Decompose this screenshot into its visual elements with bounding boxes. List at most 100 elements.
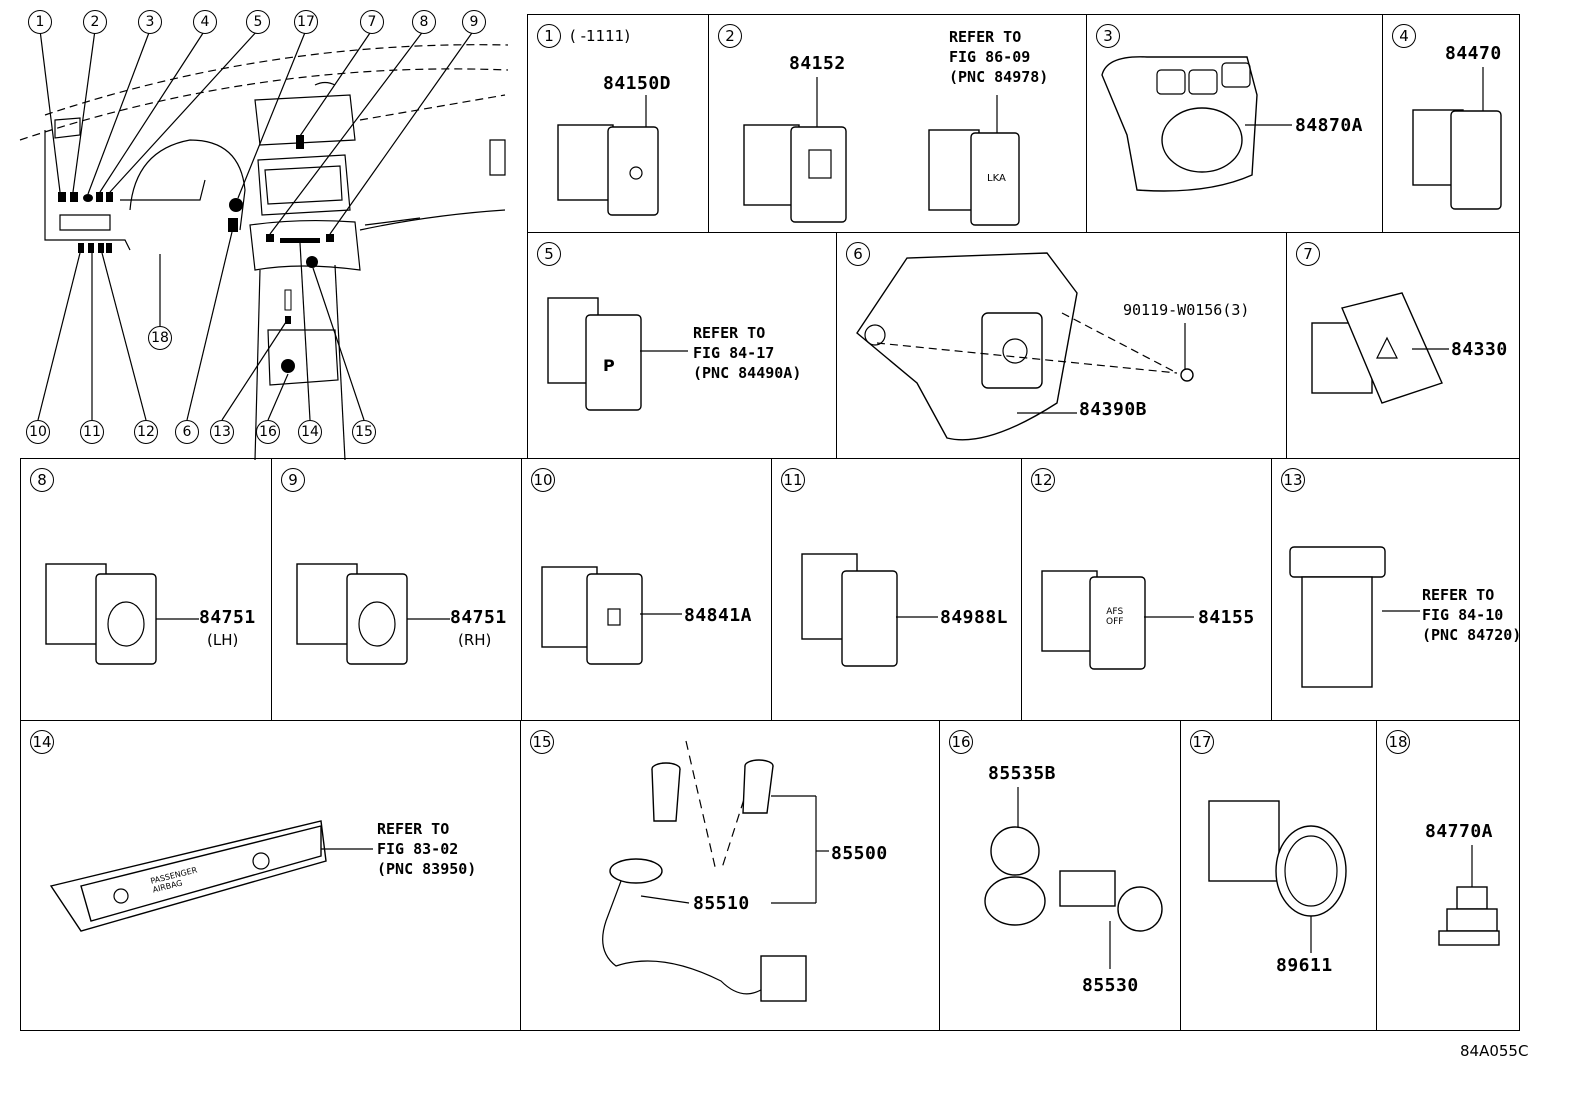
callout-4: 4: [193, 10, 217, 34]
part-number: 84390B: [1079, 399, 1148, 420]
panel-17: 17 89611: [1180, 720, 1377, 1031]
seat-heater-switch-drawing: [296, 563, 450, 665]
panel-number: 11: [781, 468, 805, 492]
part-number-a: 85500: [831, 843, 888, 864]
part-number-b: 85530: [1082, 975, 1139, 996]
part-number: 84150D: [603, 73, 672, 94]
switch-drawing: [743, 77, 1020, 226]
part-number: 84155: [1198, 607, 1255, 628]
panel-12: 12 84155 AFS OFF: [1021, 458, 1272, 721]
part-number: 89611: [1276, 955, 1333, 976]
part-number: 84330: [1451, 339, 1508, 360]
panel-2: 2 84152 REFER TO FIG 86-09 (PNC 84978) L…: [708, 14, 1087, 233]
panel-number: 9: [281, 468, 305, 492]
panel-number: 8: [30, 468, 54, 492]
part-number: 84751: [450, 607, 507, 628]
panel-11: 11 84988L: [771, 458, 1022, 721]
side-label: (RH): [458, 631, 492, 649]
panel-7: 7 84330: [1286, 232, 1520, 459]
panel-16: 16 85535B 85530: [939, 720, 1181, 1031]
switch-drawing: [1412, 67, 1502, 210]
callout-18: 18: [148, 326, 172, 350]
start-button-drawing: [1208, 800, 1347, 953]
part-number: 84751: [199, 607, 256, 628]
panel-5: 5 REFER TO FIG 84-17 (PNC 84490A) P: [527, 232, 837, 459]
vsc-off-switch-drawing: [801, 553, 938, 667]
part-number-b: 85510: [693, 893, 750, 914]
callout-14: 14: [298, 420, 322, 444]
mirror-switch-drawing: [1101, 56, 1292, 192]
panel-1: 1 ( -1111) 84150D: [527, 14, 709, 233]
svg-text:P: P: [603, 356, 615, 375]
panel-8: 8 84751 (LH): [20, 458, 272, 721]
panel-number: 12: [1031, 468, 1055, 492]
part-number: 84870A: [1295, 115, 1364, 136]
panel-18: 18 84770A: [1376, 720, 1520, 1031]
panel-number: 16: [949, 730, 973, 754]
part-number-a: 85535B: [988, 763, 1057, 784]
panel-number: 7: [1296, 242, 1320, 266]
panel-number: 10: [531, 468, 555, 492]
parking-brake-switch-drawing: [856, 252, 1194, 441]
callout-16: 16: [256, 420, 280, 444]
overview-diagram: 1 2 3 4 5 17 7 8 9 10 11 12 6 13 16 14 1…: [0, 0, 520, 461]
callout-11: 11: [80, 420, 104, 444]
panel-number: 3: [1096, 24, 1120, 48]
figure-code: 84A055C: [1460, 1042, 1529, 1060]
fuel-door-switch-drawing: [541, 566, 682, 665]
callout-13: 13: [210, 420, 234, 444]
socket-drawing: [984, 787, 1163, 969]
panel-number: 17: [1190, 730, 1214, 754]
refer-note: REFER TO FIG 84-10 (PNC 84720): [1422, 586, 1520, 644]
afs-off-switch-drawing: [1041, 570, 1194, 670]
bolt-part-number: 90119-W0156(3): [1123, 301, 1250, 319]
part-number: 84841A: [684, 605, 753, 626]
panel-number: 1: [537, 24, 561, 48]
panel-number: 18: [1386, 730, 1410, 754]
callout-1: 1: [28, 10, 52, 34]
panel-6: 6 90119-W0156(3) 84390B: [836, 232, 1287, 459]
callout-15: 15: [352, 420, 376, 444]
panel-number: 15: [530, 730, 554, 754]
parking-sensor-switch-drawing: P: [547, 297, 688, 411]
callout-10: 10: [26, 420, 50, 444]
panel-number: 14: [30, 730, 54, 754]
panel-10: 10 84841A: [521, 458, 772, 721]
refer-note: REFER TO FIG 86-09 (PNC 84978): [949, 28, 1049, 86]
callout-8: 8: [412, 10, 436, 34]
hazard-switch-drawing: [1311, 292, 1449, 404]
production-range: ( -1111): [570, 27, 631, 45]
callout-6: 6: [175, 420, 199, 444]
callout-12: 12: [134, 420, 158, 444]
panel-number: 13: [1281, 468, 1305, 492]
part-number: 84470: [1445, 43, 1502, 64]
side-label: (LH): [207, 631, 239, 649]
panel-4: 4 84470: [1382, 14, 1520, 233]
part-number: 84988L: [940, 607, 1009, 628]
callout-9: 9: [462, 10, 486, 34]
seat-heater-switch-drawing: [45, 563, 199, 665]
panel-14: 14 REFER TO FIG 83-02 (PNC 83950) PASSEN…: [20, 720, 521, 1031]
callout-17: 17: [294, 10, 318, 34]
callout-7: 7: [360, 10, 384, 34]
panel-13: 13 REFER TO FIG 84-10 (PNC 84720): [1271, 458, 1520, 721]
panel-9: 9 84751 (RH): [271, 458, 522, 721]
panel-number: 4: [1392, 24, 1416, 48]
part-number: 84152: [789, 53, 846, 74]
panel-3: 3 84870A: [1086, 14, 1383, 233]
airbag-indicator-drawing: [49, 820, 373, 932]
sensor-drawing: [1438, 845, 1500, 946]
panel-number: 6: [846, 242, 870, 266]
callout-3: 3: [138, 10, 162, 34]
switch-drawing: [557, 95, 659, 216]
part-number: 84770A: [1425, 821, 1494, 842]
panel-15: 15 85500 85510: [520, 720, 940, 1031]
dashboard-drawing: [19, 29, 509, 461]
switch-drawing: [1289, 546, 1420, 688]
refer-note: REFER TO FIG 83-02 (PNC 83950): [377, 820, 477, 878]
refer-note: REFER TO FIG 84-17 (PNC 84490A): [693, 324, 802, 382]
callout-2: 2: [83, 10, 107, 34]
callout-5: 5: [246, 10, 270, 34]
power-outlet-drawing: [602, 740, 829, 1002]
afs-off-label: AFS OFF: [1106, 607, 1124, 627]
